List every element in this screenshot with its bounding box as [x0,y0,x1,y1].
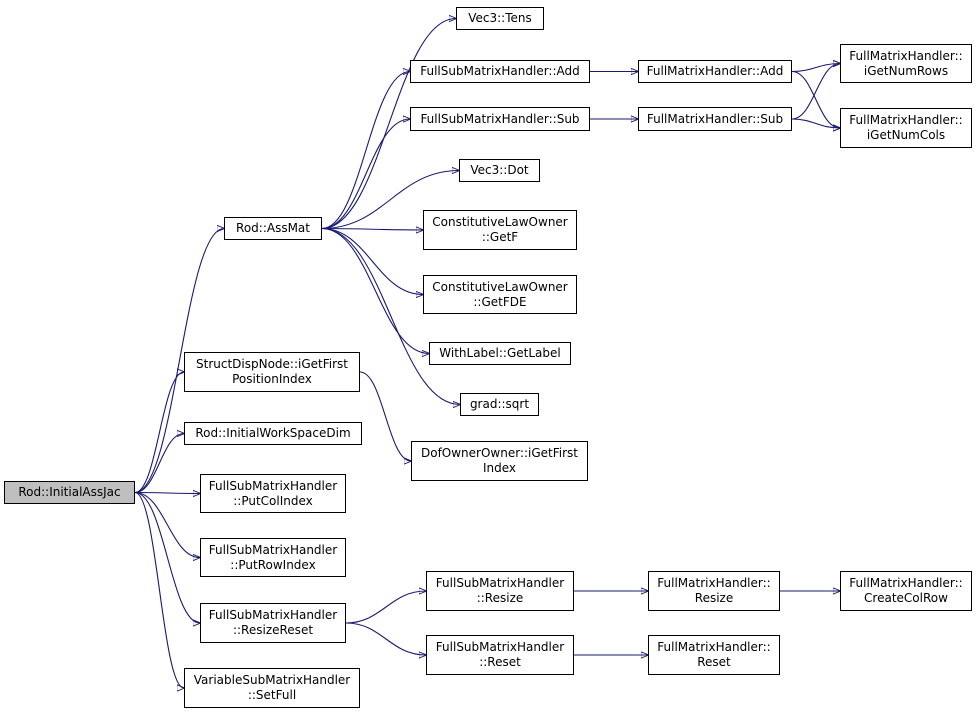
node-full-matrix-handler-add[interactable]: FullMatrixHandler::Add [638,60,792,83]
node-dof-owner-owner-i-get-first-index[interactable]: DofOwnerOwner::iGetFirst Index [411,441,588,481]
node-full-matrix-handler-reset[interactable]: FullMatrixHandler:: Reset [648,635,780,675]
edge-fmh_add-to-i_get_num_rows [791,64,840,73]
node-label-line: FullMatrixHandler::Sub [646,111,784,126]
node-label-line: FullSubMatrixHandler::Sub [420,111,580,126]
edge-ass_mat-to-vec3_dot [321,171,459,230]
node-label-line: Vec3::Tens [468,11,532,25]
node-vec3-tens[interactable]: Vec3::Tens [456,7,544,30]
node-full-sub-matrix-handler-resize-reset[interactable]: FullSubMatrixHandler ::ResizeReset [200,603,346,643]
node-label-line: StructDispNode::iGetFirst [196,357,348,371]
node-full-sub-matrix-handler-resize[interactable]: FullSubMatrixHandler ::Resize [426,571,574,611]
node-label-line: Index [482,461,517,475]
edge-initial_ass_jac-to-resize_reset [134,491,200,624]
node-label-line: ::GetFDE [473,294,527,309]
node-label-line: VariableSubMatrixHandler [193,673,351,687]
edge-resize_reset-to-fsmh_reset [345,622,426,655]
node-label-line: Rod::InitialWorkSpaceDim [195,426,351,440]
node-full-matrix-handler-i-get-num-cols[interactable]: FullMatrixHandler:: iGetNumCols [840,108,972,148]
node-variable-sub-matrix-handler-set-full[interactable]: VariableSubMatrixHandler ::SetFull [184,668,360,708]
edge-ass_mat-to-grad_sqrt [321,227,460,405]
node-rod-ass-mat[interactable]: Rod::AssMat [224,217,322,240]
node-label-line: iGetNumCols [866,128,946,142]
edge-ass_mat-to-get_fde [321,227,423,295]
node-full-matrix-handler-i-get-num-rows[interactable]: FullMatrixHandler:: iGetNumRows [840,44,972,83]
node-label-line: Rod::InitialAssJac [18,485,121,499]
edge-ass_mat-to-vec3_tens [321,19,456,230]
node-label-line: FullSubMatrixHandler [208,542,338,557]
node-label-line: FullMatrixHandler:: [849,48,963,63]
node-grad-sqrt[interactable]: grad::sqrt [460,393,539,416]
edge-initial_ass_jac-to-set_full [134,491,184,689]
edge-initial_ass_jac-to-i_get_first_position_index [134,372,184,494]
node-label-line: Resize [694,591,734,605]
node-label-line: ::ResizeReset [232,623,314,637]
node-constitutive-law-owner-get-fde[interactable]: ConstitutiveLawOwner ::GetFDE [423,275,577,314]
node-label-line: FullMatrixHandler:: [657,640,771,654]
edge-initial_ass_jac-to-initial_work_space_dim [134,434,184,494]
node-vec3-dot[interactable]: Vec3::Dot [459,159,540,182]
edge-ass_mat-to-get_f [321,229,423,231]
node-full-sub-matrix-handler-reset[interactable]: FullSubMatrixHandler ::Reset [426,635,574,675]
edge-ass_mat-to-fsmh_sub [321,119,410,230]
node-label-line: FullSubMatrixHandler::Add [420,64,580,78]
edge-ass_mat-to-get_label [321,227,429,354]
node-full-matrix-handler-sub[interactable]: FullMatrixHandler::Sub [638,107,792,131]
edge-ass_mat-to-fsmh_add [321,72,410,230]
node-full-sub-matrix-handler-sub[interactable]: FullSubMatrixHandler::Sub [410,107,590,131]
edge-initial_ass_jac-to-ass_mat [134,229,224,494]
node-label-line: FullSubMatrixHandler [435,576,565,590]
node-label-line: CreateColRow [864,591,948,605]
node-constitutive-law-owner-get-f[interactable]: ConstitutiveLawOwner ::GetF [423,210,577,250]
node-label-line: ::PutColIndex [233,493,313,508]
node-label-line: FullMatrixHandler:: [849,576,963,590]
node-label-line: Reset [697,655,731,669]
node-label-line: ::GetF [481,230,519,244]
node-label-line: FullSubMatrixHandler [435,640,565,654]
node-label-line: FullSubMatrixHandler [208,478,338,493]
node-label-line: iGetNumRows [863,63,949,78]
node-label-line: Vec3::Dot [470,163,529,177]
node-full-sub-matrix-handler-put-col-index[interactable]: FullSubMatrixHandler ::PutColIndex [200,474,346,513]
node-label-line: WithLabel::GetLabel [439,346,561,360]
node-full-matrix-handler-create-col-row[interactable]: FullMatrixHandler:: CreateColRow [840,571,972,611]
node-label-line: DofOwnerOwner::iGetFirst [420,446,579,460]
node-label-line: FullMatrixHandler:: [849,113,963,127]
node-label-line: FullSubMatrixHandler [208,608,338,622]
node-label-line: ::Reset [479,655,521,669]
node-rod-initial-ass-jac: Rod::InitialAssJac [4,481,135,504]
node-label-line: PositionIndex [232,372,312,386]
node-full-sub-matrix-handler-put-row-index[interactable]: FullSubMatrixHandler ::PutRowIndex [200,538,346,577]
node-label-line: ::PutRowIndex [230,557,316,572]
node-with-label-get-label[interactable]: WithLabel::GetLabel [429,342,571,365]
edge-fmh_sub-to-i_get_num_cols [791,118,840,128]
edge-fmh_sub-to-i_get_num_rows [791,64,840,120]
node-label-line: Rod::AssMat [236,221,310,235]
node-label-line: ConstitutiveLawOwner [432,215,568,229]
node-full-sub-matrix-handler-add[interactable]: FullSubMatrixHandler::Add [410,60,590,83]
node-label-line: ::SetFull [247,688,297,702]
edge-i_get_first_position_index-to-dof_i_get_first_index [359,371,411,461]
node-label-line: ConstitutiveLawOwner [432,279,568,294]
node-full-matrix-handler-resize[interactable]: FullMatrixHandler:: Resize [648,571,780,611]
node-rod-initial-work-space-dim[interactable]: Rod::InitialWorkSpaceDim [184,422,362,445]
node-label-line: grad::sqrt [469,397,530,411]
node-label-line: FullMatrixHandler:: [657,576,771,590]
node-label-line: ::Resize [476,591,524,605]
edge-initial_ass_jac-to-put_col_index [134,493,200,494]
edge-initial_ass_jac-to-put_row_index [134,491,200,558]
node-struct-disp-node-i-get-first-position-index[interactable]: StructDispNode::iGetFirst PositionIndex [184,352,360,392]
edge-resize_reset-to-fsmh_resize [345,591,426,624]
node-label-line: FullMatrixHandler::Add [646,64,784,78]
